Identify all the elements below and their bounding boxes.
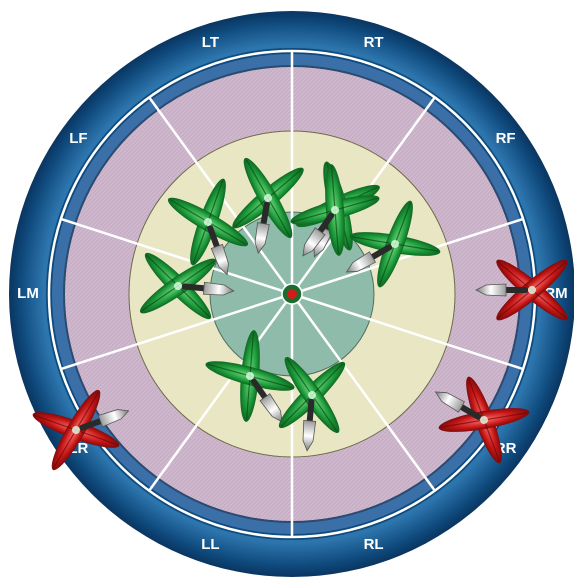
divider-line-8: [60, 292, 293, 371]
green-dart-4: [345, 200, 441, 288]
divider-line-5: [290, 293, 436, 492]
red-dart-9: [475, 259, 568, 321]
zone-label-lm: LM: [17, 285, 39, 302]
green-dart-5: [139, 252, 235, 320]
green-dart-6: [205, 330, 295, 423]
zone-label-lt: LT: [202, 34, 219, 51]
zone-label-lf: LF: [69, 130, 87, 147]
divider-line-9: [60, 217, 293, 296]
red-dart-10: [434, 376, 530, 464]
bullseye: [281, 283, 303, 305]
zone-label-rl: RL: [364, 536, 384, 553]
green-dart-2: [232, 157, 304, 255]
zone-label-rt: RT: [364, 34, 384, 51]
darts: [32, 157, 568, 471]
green-dart-1: [167, 178, 249, 276]
red-dart-11: [32, 389, 130, 471]
zone-label-ll: LL: [201, 536, 219, 553]
divider-line-3: [291, 217, 524, 296]
green-dart-8: [290, 164, 380, 257]
divider-line-7: [148, 293, 294, 492]
divider-line-4: [291, 292, 524, 371]
green-dart-7: [278, 356, 346, 452]
zone-label-rf: RF: [496, 130, 516, 147]
